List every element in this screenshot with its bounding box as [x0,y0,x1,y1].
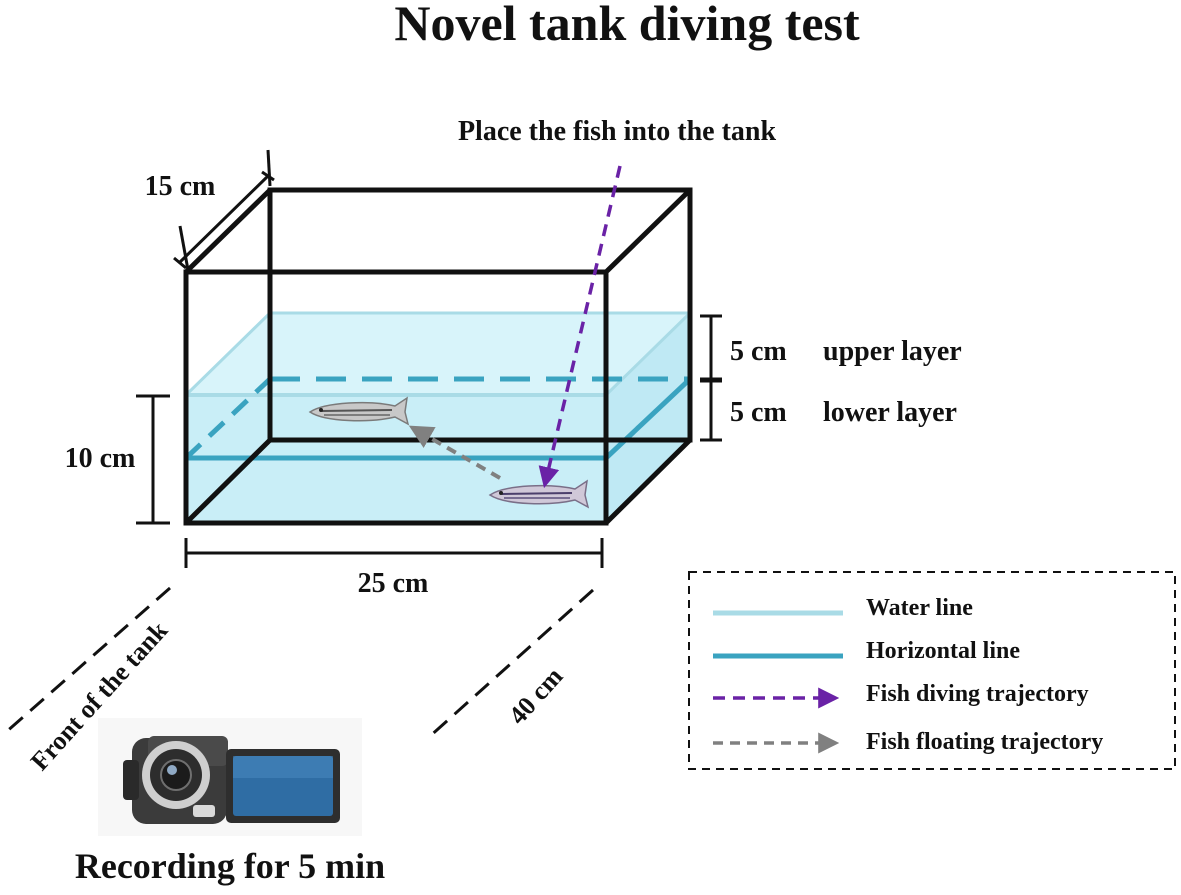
lower-5-label: 5 cm [730,397,787,428]
dimension-15cm [173,149,275,271]
diagram-title: Novel tank diving test [394,0,860,51]
fish-upper [308,396,410,426]
water-line-left [184,311,272,397]
legend-box [688,571,1176,770]
upper-layer-label: upper layer [823,336,962,367]
length-25-label: 25 cm [358,568,429,599]
tank-outline [183,187,693,526]
horizontal-divider [184,376,692,461]
camcorder-icon [98,718,362,836]
recording-label: Recording for 5 min [75,846,385,886]
distance-40-label: 40 cm [503,662,569,730]
height-10-label: 10 cm [65,443,136,474]
diving-trajectory [538,165,622,489]
place-fish-label: Place the fish into the tank [458,116,777,147]
water-volume [184,311,692,523]
lower-layer-label: lower layer [823,397,957,428]
legend-label-diving: Fish diving trajectory [866,681,1089,707]
fish-lower [488,479,590,509]
dimension-10cm [136,394,170,525]
dimension-25cm [184,538,604,568]
upper-5-label: 5 cm [730,336,787,367]
width-15-label: 15 cm [145,171,216,202]
distance-dashed-line [426,588,595,740]
legend-label-horizontal-line: Horizontal line [866,638,1020,664]
front-dashed-line [4,586,171,735]
legend-label-water-line: Water line [866,595,973,621]
layer-markers [700,314,722,442]
legend-label-floating: Fish floating trajectory [866,729,1103,755]
legend: Water line Horizontal line Fish diving t… [688,571,1176,770]
